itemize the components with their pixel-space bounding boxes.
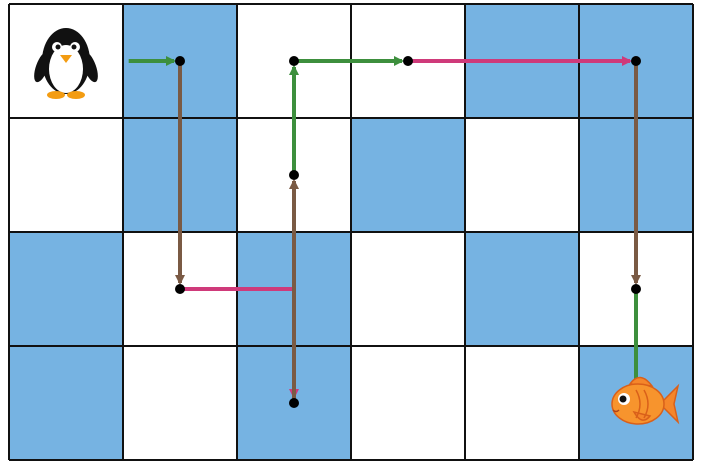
water-tile <box>351 118 465 232</box>
path-node-dot <box>289 398 299 408</box>
ice-tile <box>465 346 579 460</box>
ice-tile <box>351 346 465 460</box>
path-node-dot <box>289 56 299 66</box>
ice-tile <box>9 118 123 232</box>
ice-tile <box>351 232 465 346</box>
water-tile <box>9 346 123 460</box>
ice-tile <box>123 346 237 460</box>
ice-tile <box>465 118 579 232</box>
path-node-dot <box>175 56 185 66</box>
water-tile <box>465 232 579 346</box>
water-tile <box>9 232 123 346</box>
path-node-dot <box>175 284 185 294</box>
path-node-dot <box>631 56 641 66</box>
path-node-dot <box>631 284 641 294</box>
path-node-dot <box>289 170 299 180</box>
path-node-dot <box>403 56 413 66</box>
